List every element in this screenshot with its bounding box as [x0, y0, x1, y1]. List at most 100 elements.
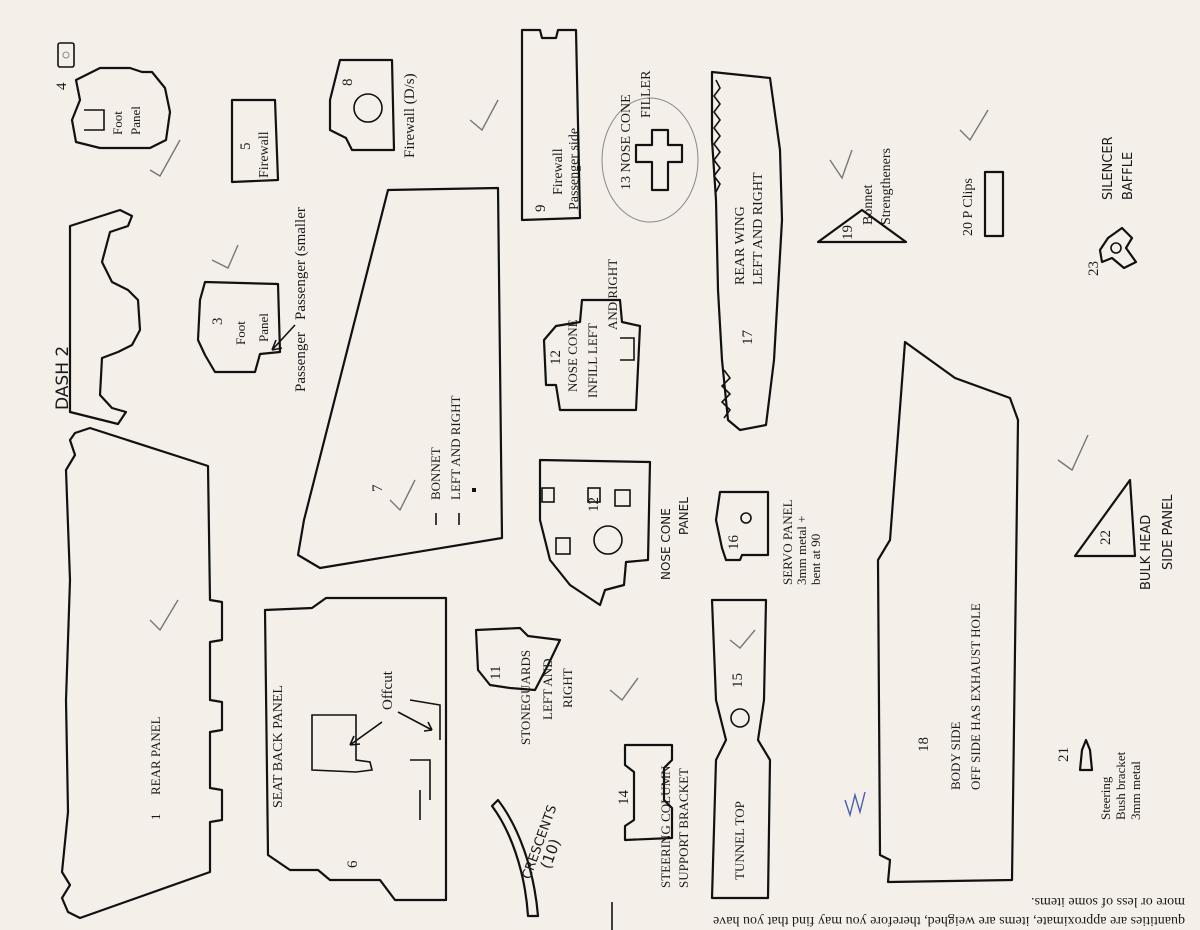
- part-16-hole: [740, 512, 752, 524]
- part-21-steering-bush-bracket: 21 Steering Bush bracket 3mm metal: [1056, 738, 1143, 820]
- part-6-number: 6: [345, 860, 361, 868]
- part-6-offcut-label: Offcut: [380, 670, 396, 710]
- check-mark: [829, 149, 853, 180]
- part-21-label-2: Bush bracket: [1113, 751, 1128, 820]
- part-12b-slot-4: [555, 537, 571, 555]
- footer-note: quantities are approximate, items are we…: [611, 894, 1185, 930]
- part-1-rear-panel: 1 REAR PANEL: [60, 426, 224, 920]
- part-3-label-1: Foot: [233, 321, 248, 345]
- part-13-nose-cone-filler: 13 NOSE CONE FILLER: [601, 70, 699, 223]
- footer-line2: more or less of some items.: [1031, 894, 1185, 909]
- part-11-outline: [474, 626, 562, 692]
- part-15-tunnel-top: 15 TUNNEL TOP: [710, 598, 772, 900]
- part-7-bonnet: 7 BONNET LEFT AND RIGHT: [296, 186, 504, 570]
- part-21-label-1: Steering: [1098, 776, 1113, 820]
- part-9-label-2: Passenger side: [567, 128, 582, 210]
- part-22-label-2: SIDE PANEL: [1161, 494, 1176, 570]
- part-3-note-1: Passenger: [293, 332, 309, 392]
- part-5-outline: [230, 98, 280, 184]
- part-15-label: TUNNEL TOP: [732, 801, 747, 880]
- part-19-bonnet-strengtheners: 19 Bonnet Strengtheners: [816, 148, 908, 244]
- part-9-outline: [520, 28, 582, 222]
- part-11-label-2: LEFT AND: [540, 658, 555, 720]
- part-14-label-2: SUPPORT BRACKET: [676, 768, 691, 888]
- part-19-label-1: Bonnet: [861, 184, 876, 225]
- part-18-label-1: BODY SIDE: [948, 721, 963, 790]
- part-9-label-1: Firewall: [551, 148, 566, 195]
- part-17-label-2: LEFT AND RIGHT: [751, 172, 766, 285]
- part-16-label-2: 3mm metal +: [794, 516, 809, 585]
- part-12b-label-1: NOSE CONE: [659, 508, 673, 580]
- part-15-number: 15: [730, 673, 746, 688]
- part-21-outline: [1078, 738, 1094, 772]
- part-19-outline: [816, 208, 908, 244]
- check-mark: [729, 629, 756, 649]
- part-9-number: 9: [533, 205, 549, 213]
- check-mark: [389, 479, 416, 512]
- part-6-label: SEAT BACK PANEL: [271, 685, 286, 808]
- part-4-cutout: [84, 109, 105, 131]
- part-12b-hole: [593, 525, 623, 555]
- part-11-label-1: STONEGUARDS: [518, 650, 533, 745]
- part-6-offcut-arrow-1: [349, 721, 383, 746]
- part-17-serration-bottom: [720, 369, 732, 419]
- part-12a-label-3: AND RIGHT: [605, 259, 620, 330]
- part-8-number: 8: [340, 79, 356, 87]
- part-12b-label-2: PANEL: [677, 497, 691, 535]
- part-1-number: 1: [148, 814, 163, 821]
- part-12-nose-cone-panel: 12 NOSE CONE PANEL: [538, 458, 691, 607]
- part-14-label-1: STEERING COLUMN: [658, 765, 673, 888]
- part-16-outline: [714, 490, 770, 562]
- blue-pen-mark: [844, 791, 866, 818]
- part-17-rear-wing: 17 REAR WING LEFT AND RIGHT: [710, 70, 784, 432]
- part-2-dash: DASH 2: [53, 208, 142, 426]
- part-14-number: 14: [616, 790, 632, 806]
- part-19-label-2: Strengtheners: [879, 148, 894, 225]
- part-17-serration-top: [713, 79, 721, 193]
- part-7-label-2: LEFT AND RIGHT: [448, 395, 463, 500]
- part-11-stoneguards: 11 STONEGUARDS LEFT AND RIGHT: [474, 626, 575, 745]
- check-mark: [149, 139, 181, 177]
- check-mark: [469, 99, 499, 132]
- part-3-label-2: Panel: [256, 313, 271, 342]
- part-4-hole-mark: [62, 51, 70, 59]
- part-23-label-1: SILENCER: [1101, 136, 1116, 200]
- part-10-outline: [490, 798, 540, 918]
- part-8-label: Firewall (D/s): [402, 73, 418, 158]
- part-17-number: 17: [740, 330, 756, 346]
- part-20-label: 20 P Clips: [961, 178, 976, 236]
- part-23-hole: [1110, 242, 1122, 254]
- check-mark: [211, 244, 239, 269]
- part-3-note-2: Passenger (smaller: [293, 207, 309, 320]
- part-5-number: 5: [238, 143, 254, 151]
- part-12b-outline: [538, 458, 652, 607]
- part-13-label-2: FILLER: [639, 70, 654, 118]
- part-23-silencer-baffle: 23 SILENCER BAFFLE: [1086, 136, 1138, 276]
- part-23-label-2: BAFFLE: [1121, 152, 1136, 200]
- part-18-label-2: OFF SIDE HAS EXHAUST HOLE: [968, 603, 983, 790]
- part-8-firewall-ds: 8 Firewall (D/s): [328, 58, 418, 158]
- part-4-hole: [57, 42, 75, 68]
- part-11-label-3: RIGHT: [560, 668, 575, 708]
- part-5-label: Firewall: [257, 131, 272, 178]
- part-9-firewall-passenger: 9 Firewall Passenger side: [520, 28, 582, 222]
- part-21-number: 21: [1056, 747, 1072, 762]
- part-6-offcut-marks: [409, 699, 441, 820]
- part-22-number: 22: [1098, 530, 1114, 545]
- part-16-label-1: SERVO PANEL: [780, 499, 795, 585]
- part-15-hole: [730, 708, 750, 728]
- part-11-number: 11: [488, 666, 504, 680]
- part-22-bulk-head: 22 BULK HEAD SIDE PANEL: [1073, 478, 1176, 590]
- part-7-label-1: BONNET: [428, 447, 443, 500]
- part-6-outline: [263, 596, 448, 902]
- part-12-nose-cone-infill: 12 NOSE CONE INFILL LEFT AND RIGHT: [542, 259, 642, 412]
- part-1-outline: [60, 426, 224, 920]
- part-4-number: 4: [54, 82, 70, 90]
- part-12a-number: 12: [548, 350, 564, 365]
- part-12a-notch: [620, 337, 635, 361]
- part-4-outline: [70, 66, 172, 150]
- part-12b-slot-1: [541, 487, 555, 503]
- part-2-label: DASH 2: [53, 346, 73, 410]
- check-mark: [959, 109, 989, 142]
